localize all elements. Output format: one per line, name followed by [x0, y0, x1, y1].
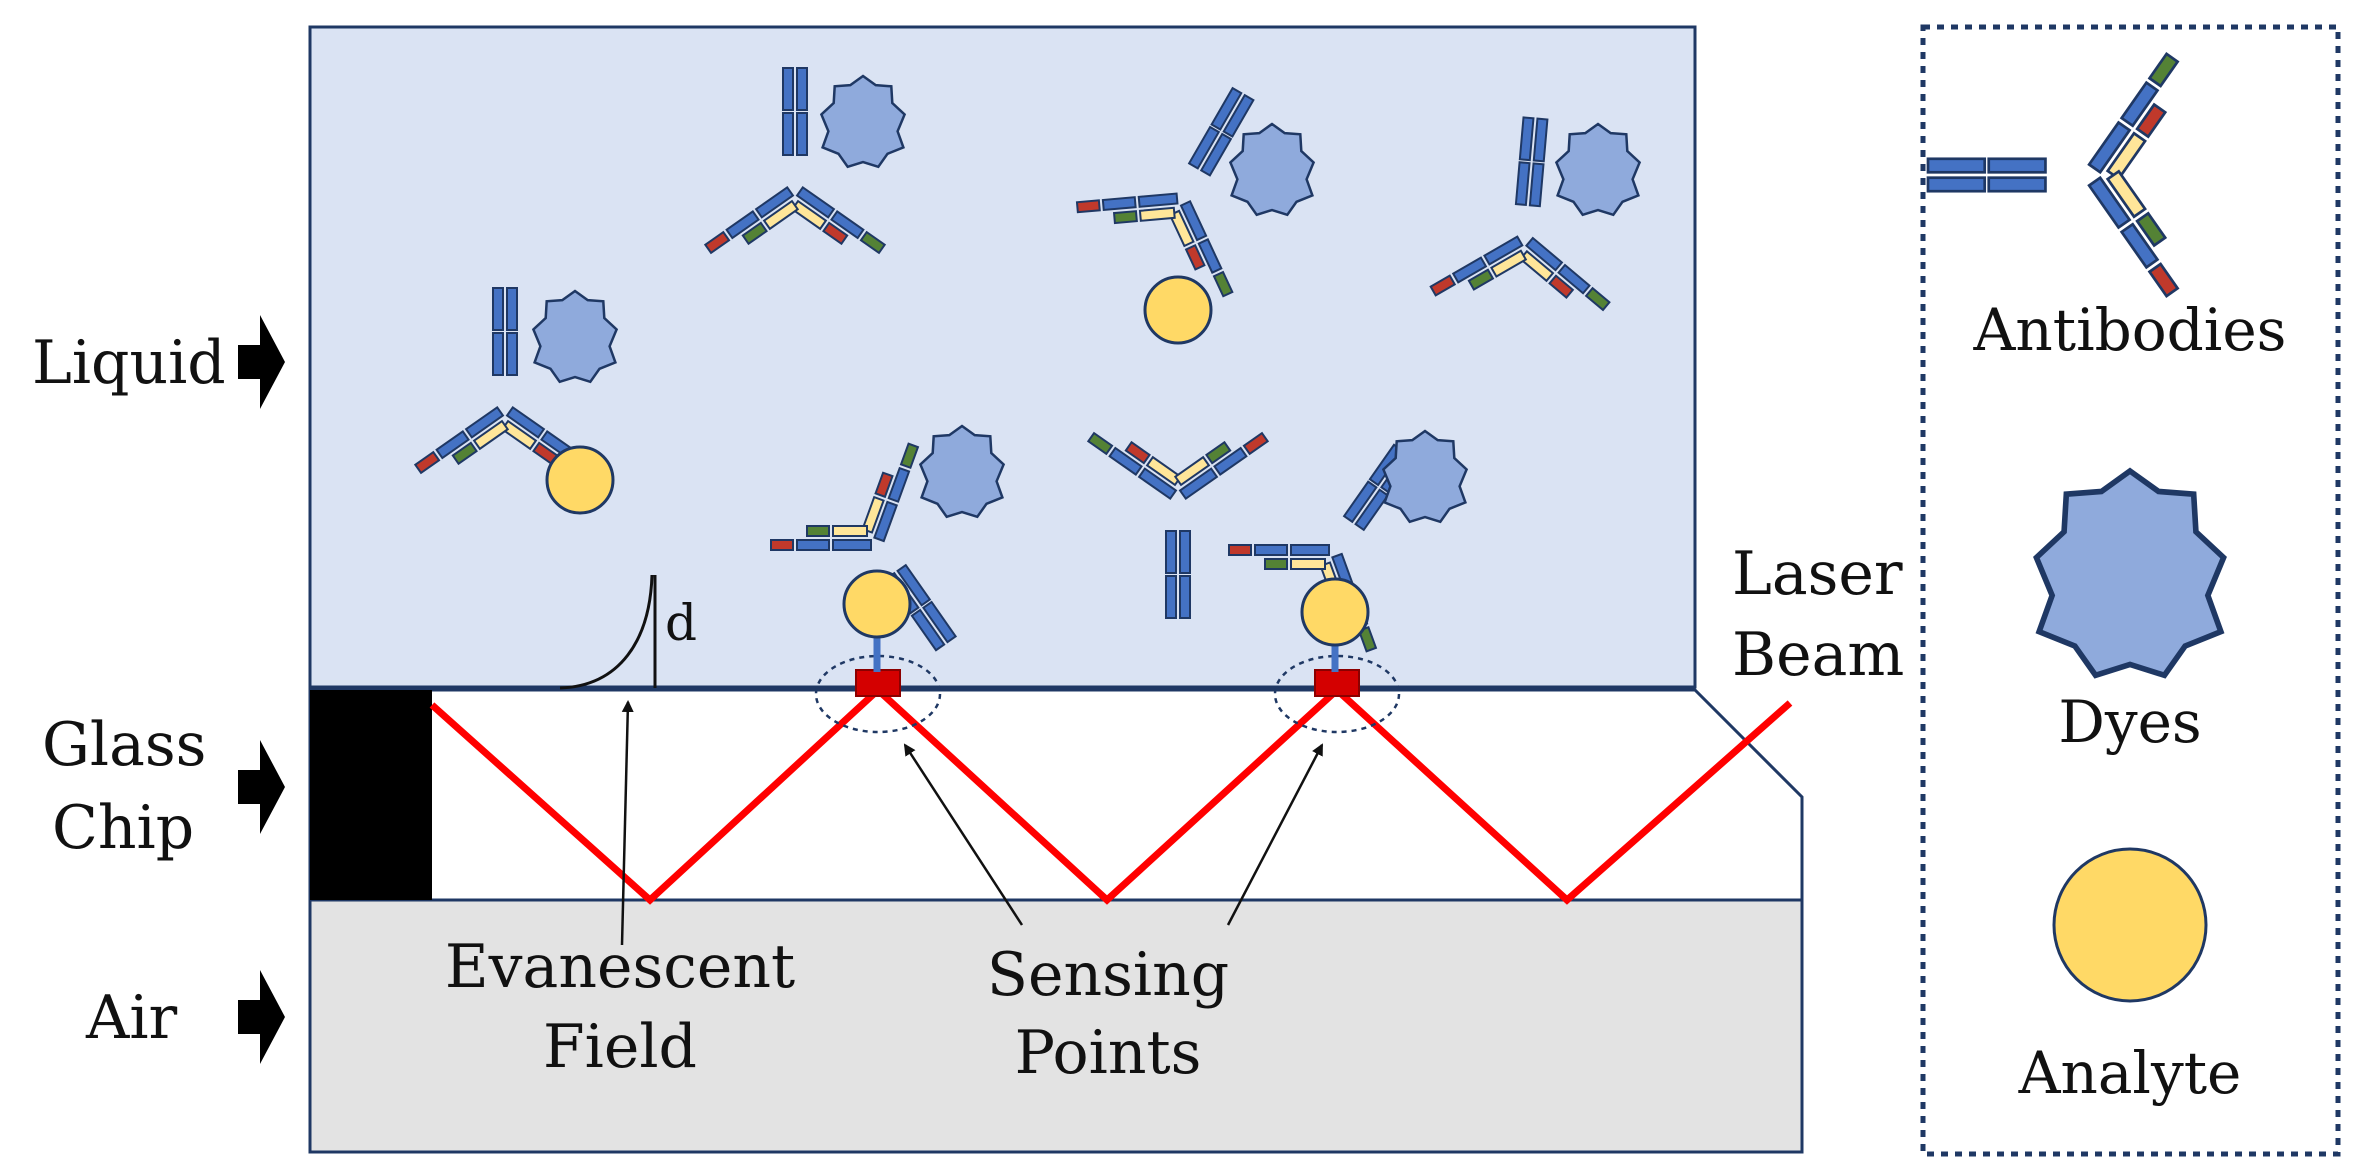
- legend-analyte-label: Analyte: [2018, 1039, 2242, 1107]
- sensing-label-line1: Sensing: [987, 940, 1229, 1010]
- analyte: [1300, 577, 1370, 647]
- glass-arrow-icon: [238, 740, 285, 834]
- bound-complex-1: [414, 287, 618, 515]
- laser-label-line1: Laser: [1732, 539, 1903, 609]
- sensing-arrow-1: [903, 743, 1024, 926]
- depth-label: d: [665, 594, 697, 652]
- legend-antibody-icon: [1926, 52, 2195, 298]
- glass-label-line2: Chip: [52, 793, 194, 863]
- sensing-point-2: [1314, 669, 1360, 697]
- captured-complex-2: [1216, 399, 1479, 672]
- analyte: [545, 445, 615, 515]
- captured-complex-1: [758, 424, 1021, 696]
- liquid-arrow-icon: [238, 315, 285, 409]
- glass-label-line1: Glass: [42, 710, 206, 780]
- sensing-arrow-2: [1226, 743, 1324, 926]
- bound-complex-2: [1087, 275, 1269, 619]
- legend-box: [1920, 24, 2341, 1157]
- sensing-point-1: [855, 669, 901, 697]
- analyte: [1143, 275, 1213, 345]
- legend-dyes-label: Dyes: [2058, 688, 2201, 756]
- legend-analyte-icon: [2052, 847, 2208, 1003]
- light-blocker: [310, 690, 432, 900]
- legend-antibodies-label: Antibodies: [1973, 296, 2287, 364]
- analyte: [842, 569, 912, 639]
- sensing-label-line2: Points: [1015, 1018, 1202, 1088]
- liquid-label: Liquid: [32, 328, 226, 398]
- air-arrow-icon: [238, 970, 285, 1064]
- evanescent-arrow: [620, 700, 634, 946]
- laser-label-line2: Beam: [1732, 620, 1904, 690]
- air-label: Air: [85, 983, 178, 1053]
- air-region: [308, 898, 1804, 1154]
- evanescent-label-line2: Field: [543, 1012, 697, 1082]
- sensing-point-ring-2: [1273, 654, 1401, 734]
- legend-dye-icon: [2036, 471, 2223, 675]
- evanescent-label-line1: Evanescent: [445, 932, 795, 1002]
- laser-beam: [429, 685, 1793, 905]
- evanescent-decay-curve: [559, 574, 654, 690]
- sensing-point-ring-1: [814, 654, 942, 734]
